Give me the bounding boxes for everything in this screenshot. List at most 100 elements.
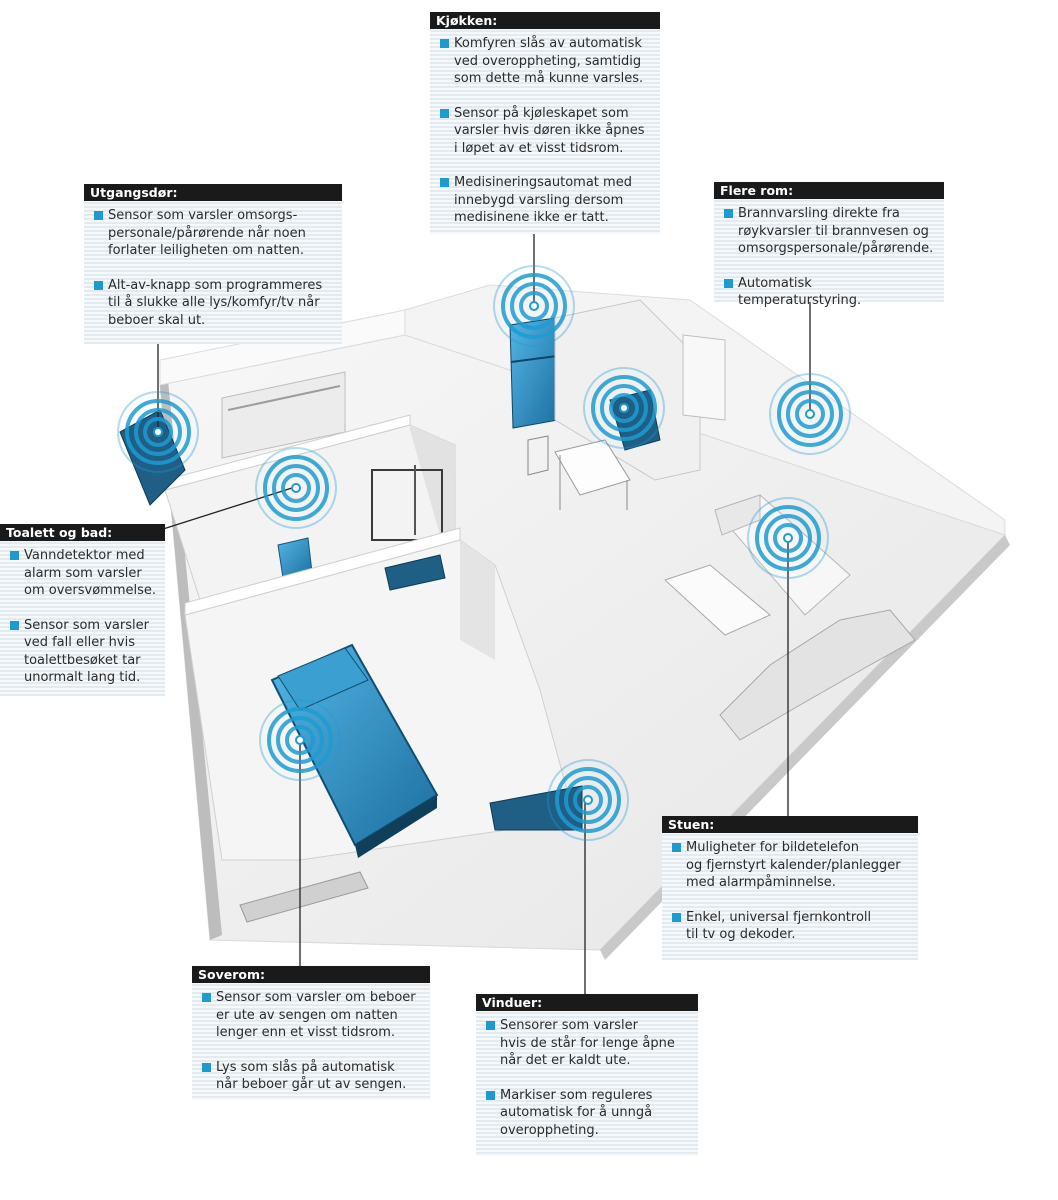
signal-icon [547,759,629,841]
callout-vinduer: Vinduer: Sensorer som varsler hvis de st… [476,994,698,1156]
callout-title: Utgangsdør: [84,184,342,201]
signal-center [529,301,539,311]
callout-flere-rom: Flere rom: Brannvarsling direkte fra røy… [714,182,944,308]
bullet-icon [724,278,733,288]
signal-ring [600,384,648,432]
signal-center [805,409,815,419]
signal-ring [134,408,182,456]
signal-icon [747,497,829,579]
list-item: Sensorer som varsler hvis de står for le… [486,1017,690,1070]
list-item: Sensor på kjøleskapet som varsler hvis d… [440,105,652,158]
list-item: Sensor som varsler ved fall eller hvis t… [10,617,157,687]
signal-icon [493,265,575,347]
callout-utgangsdor: Utgangsdør: Sensor som varsler omsorgs- … [84,184,342,344]
bullet-icon [486,1090,495,1100]
list-item: Medisineringsautomat med innebygd varsli… [440,174,652,227]
signal-icon [255,447,337,529]
list-item: Automatisk temperaturstyring. [724,275,936,310]
signal-ring [276,716,324,764]
list-item: Vanndetektor med alarm som varsler om ov… [10,547,157,600]
signal-ring [547,759,629,841]
signal-ring [117,391,199,473]
bullet-icon [440,39,449,48]
callout-list: Muligheter for bildetelefon og fjernstyr… [662,833,918,952]
wardrobe [221,371,346,459]
signal-ring [755,505,821,571]
signal-ring [255,447,337,529]
signal-center [153,427,163,437]
callout-kjokken: Kjøkken: Komfyren slås av automatisk ved… [430,12,660,234]
dining-set [527,435,631,510]
signal-ring [267,707,333,773]
signal-icon [583,367,665,449]
living-room [664,494,851,636]
signal-ring [285,725,315,755]
signal-center [295,735,305,745]
signal-ring [777,381,843,447]
list-item: Markiser som reguleres automatisk for å … [486,1087,690,1140]
callout-soverom: Soverom: Sensor som varsler om beboer er… [192,966,430,1100]
signal-ring [773,523,803,553]
callout-stuen: Stuen: Muligheter for bildetelefon og fj… [662,816,918,960]
list-item: Sensor som varsler om beboer er ute av s… [202,989,422,1042]
list-item: Alt-av-knapp som programmeres til å sluk… [94,277,334,330]
signal-ring [493,265,575,347]
callout-list: Sensor som varsler omsorgs- personale/på… [84,201,342,337]
bullet-icon [672,912,681,922]
callout-list: Brannvarsling direkte fra røykvarsler ti… [714,199,944,318]
callout-title: Flere rom: [714,182,944,199]
signal-ring [259,699,341,781]
signal-center [291,483,301,493]
list-item: Enkel, universal fjernkontroll til tv og… [672,909,910,944]
bullet-icon [94,280,103,290]
signal-icon [769,373,851,455]
signal-ring [555,767,621,833]
callout-title: Toalett og bad: [0,524,165,541]
signal-ring [501,273,567,339]
signal-ring [272,464,320,512]
signal-ring [769,373,851,455]
signal-ring [764,514,812,562]
bullet-icon [202,1062,211,1072]
callout-list: Sensor som varsler om beboer er ute av s… [192,983,430,1102]
signal-ring [125,399,191,465]
signal-icon [117,391,199,473]
signal-ring [510,282,558,330]
bullet-icon [486,1021,495,1030]
bathroom [164,414,456,601]
callout-title: Vinduer: [476,994,698,1011]
signal-ring [591,375,657,441]
bullet-icon [724,209,733,218]
callout-title: Stuen: [662,816,918,833]
list-item: Lys som slås på automatisk når beboer gå… [202,1059,422,1094]
callout-title: Soverom: [192,966,430,983]
signal-ring [564,776,612,824]
callout-list: Sensorer som varsler hvis de står for le… [476,1011,698,1147]
bullet-icon [672,843,681,852]
leader-lines [157,230,811,995]
bullet-icon [10,620,19,630]
signal-ring [281,473,311,503]
signal-ring [609,393,639,423]
bullet-icon [94,211,103,220]
list-item: Komfyren slås av automatisk ved overopph… [440,35,652,88]
signal-ring [143,417,173,447]
signal-ring [519,291,549,321]
signal-ring [583,367,665,449]
sensor-signals [117,265,851,841]
signal-ring [747,497,829,579]
signal-center [783,533,793,543]
signal-ring [263,455,329,521]
callout-title: Kjøkken: [430,12,660,29]
bullet-icon [440,108,449,118]
list-item: Brannvarsling direkte fra røykvarsler ti… [724,205,936,258]
bullet-icon [202,993,211,1002]
signal-ring [795,399,825,429]
bedroom [184,527,576,861]
signal-center [583,795,593,805]
bullet-icon [440,178,449,187]
callout-list: Vanndetektor med alarm som varsler om ov… [0,541,165,695]
list-item: Muligheter for bildetelefon og fjernstyr… [672,839,910,892]
signal-ring [573,785,603,815]
